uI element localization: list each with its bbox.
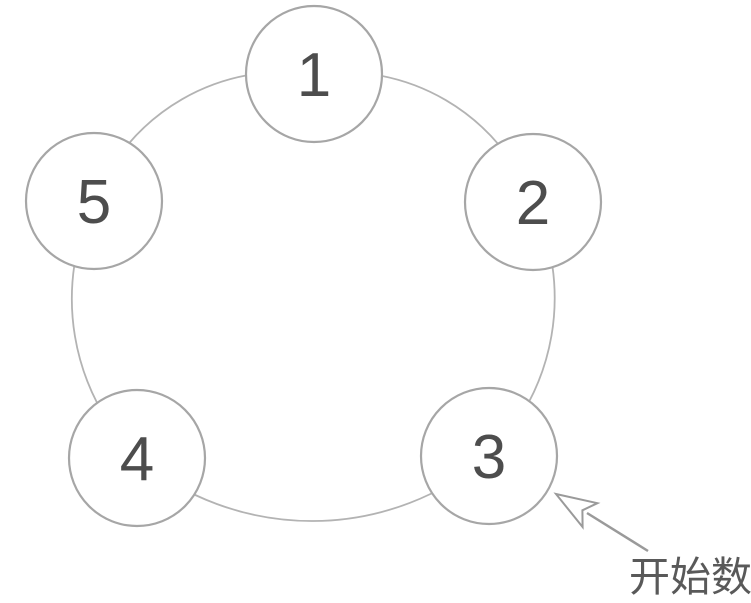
node-circle-4 (67, 388, 207, 528)
node-label-4: 4 (120, 425, 154, 494)
node-circle-2 (463, 132, 603, 272)
start-arrow-head (553, 492, 601, 530)
node-label-2: 2 (516, 169, 550, 238)
node-1: 1 (244, 4, 384, 144)
node-label-5: 5 (77, 168, 111, 237)
node-2: 2 (463, 132, 603, 272)
start-arrow-icon (553, 492, 649, 553)
node-3: 3 (419, 386, 559, 526)
node-circle-1 (244, 4, 384, 144)
node-label-3: 3 (472, 423, 506, 492)
node-label-1: 1 (297, 41, 331, 110)
start-arrow-shaft (586, 511, 649, 553)
start-annotation-label: 开始数 (629, 554, 751, 600)
node-5: 5 (24, 131, 164, 271)
node-circle-5 (24, 131, 164, 271)
node-circle-3 (419, 386, 559, 526)
node-4: 4 (67, 388, 207, 528)
